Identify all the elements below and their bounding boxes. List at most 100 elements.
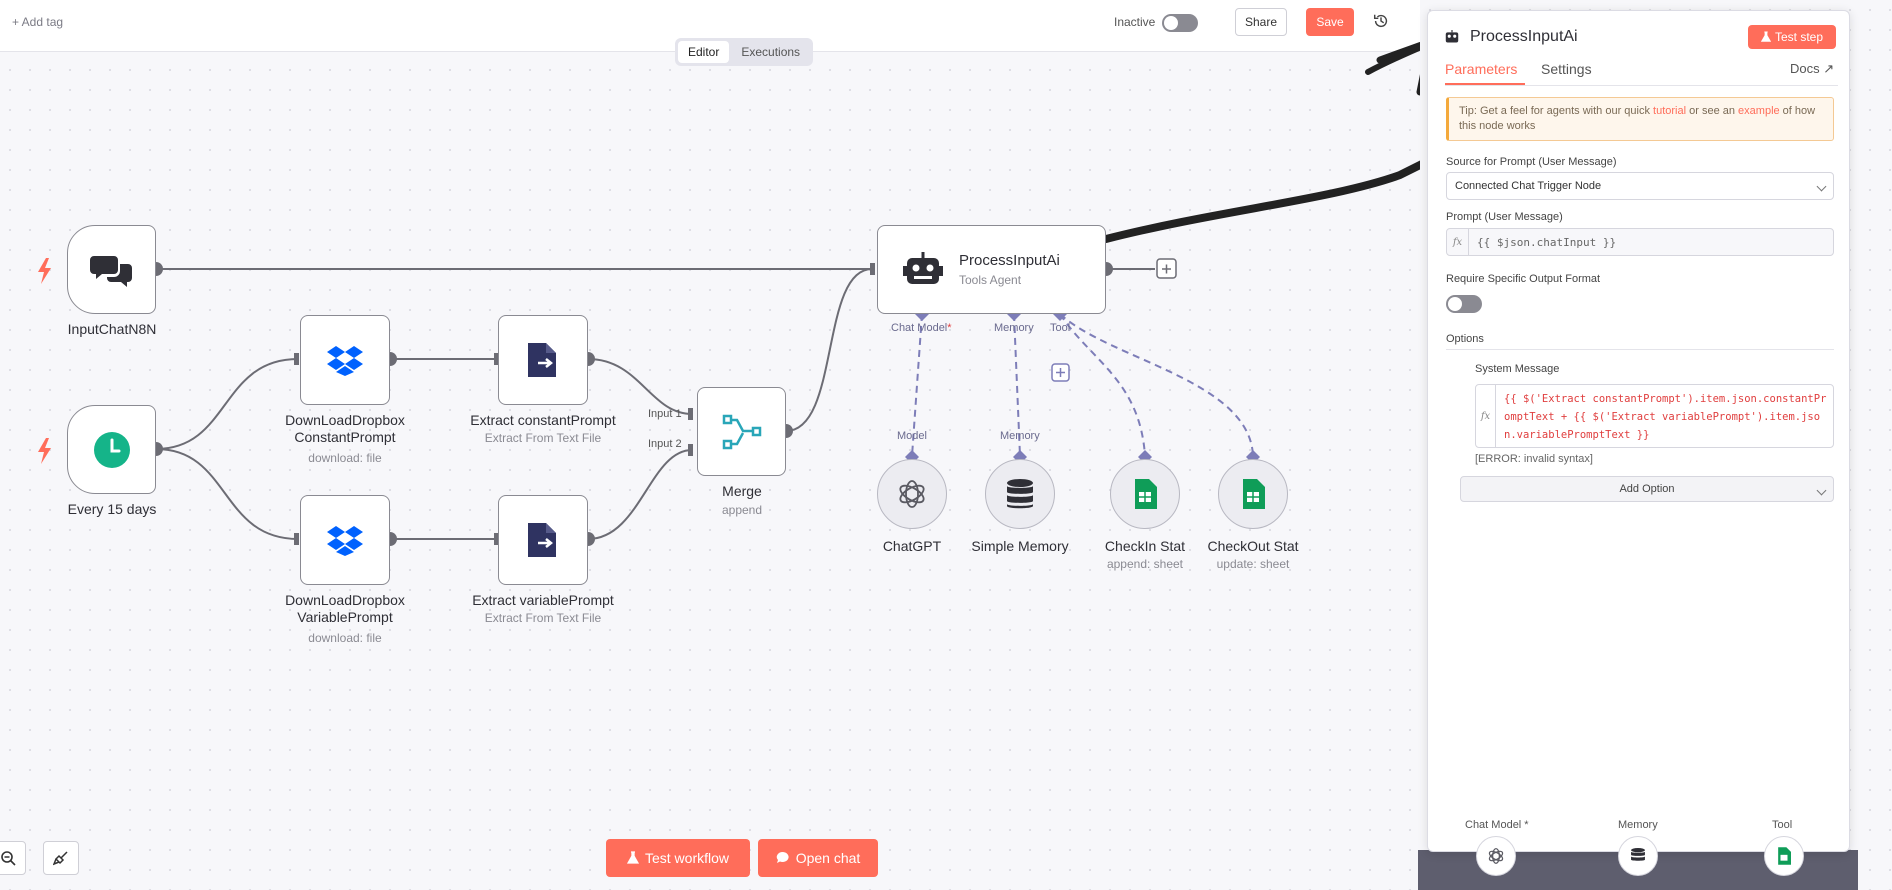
merge-node[interactable]	[697, 387, 786, 476]
test-step-label: Test step	[1774, 30, 1824, 44]
source-prompt-value: Connected Chat Trigger Node	[1455, 180, 1602, 192]
input-chat-label: InputChatN8N	[67, 321, 157, 337]
openai-icon	[899, 480, 925, 508]
tidy-up-button[interactable]	[43, 841, 79, 875]
active-toggle[interactable]	[1162, 14, 1198, 32]
download-dropbox-variable-node[interactable]	[300, 495, 390, 585]
options-divider	[1446, 349, 1834, 350]
download-dropbox-variable-label-line2: VariablePrompt	[297, 609, 393, 625]
bottom-tab-chat-model: Chat Model *	[1465, 819, 1529, 831]
tip-text-prefix: Tip: Get a feel for agents with our quic…	[1459, 105, 1654, 117]
google-sheets-icon	[1243, 479, 1265, 509]
chevron-down-icon	[1816, 485, 1827, 496]
download-dropbox-variable-sub: download: file	[308, 631, 382, 645]
robot-icon	[1445, 30, 1459, 43]
node-details-panel: ProcessInputAi Test step Parameters Sett…	[1427, 10, 1850, 876]
test-step-button[interactable]: Test step	[1748, 25, 1836, 49]
tutorial-link[interactable]: tutorial	[1653, 105, 1687, 117]
dropbox-icon	[327, 346, 363, 376]
download-dropbox-variable-label-line1: DownLoadDropbox	[285, 592, 405, 608]
download-dropbox-constant-node[interactable]	[300, 315, 390, 405]
merge-label: Merge	[722, 483, 762, 499]
bottom-tab-tool: Tool	[1772, 819, 1793, 831]
memory-port-label: Memory	[994, 322, 1034, 334]
chat-bubbles-icon	[89, 255, 132, 287]
prompt-expression-value: {{ $json.chatInput }}	[1477, 236, 1617, 249]
tool-connection[interactable]	[1764, 836, 1804, 876]
process-input-ai-title: ProcessInputAi	[959, 252, 1060, 269]
memory-connection[interactable]	[1618, 836, 1658, 876]
save-button[interactable]: Save	[1306, 8, 1354, 36]
extract-variable-sub: Extract From Text File	[484, 611, 602, 625]
tab-executions[interactable]: Executions	[741, 45, 801, 59]
openai-icon	[1488, 848, 1504, 864]
chatgpt-label: ChatGPT	[882, 538, 942, 554]
options-label: Options	[1446, 333, 1484, 345]
google-sheets-icon	[1778, 847, 1791, 865]
test-workflow-label: Test workflow	[644, 850, 730, 866]
open-chat-label: Open chat	[795, 850, 861, 866]
system-message-label: System Message	[1475, 363, 1560, 375]
example-link[interactable]: example	[1738, 105, 1780, 117]
active-status-label: Inactive	[1114, 15, 1156, 29]
process-input-ai-node[interactable]: ProcessInputAi Tools Agent	[877, 225, 1106, 314]
tab-editor[interactable]: Editor	[678, 41, 730, 63]
prompt-label: Prompt (User Message)	[1446, 211, 1563, 223]
editor-mode-switch: Editor Executions	[675, 38, 814, 66]
checkin-stat-sub: append: sheet	[1106, 557, 1184, 571]
merge-input2-label: Input 2	[648, 438, 682, 450]
download-dropbox-variable-label: DownLoadDropbox VariablePrompt	[265, 592, 425, 626]
panel-title[interactable]: ProcessInputAi	[1470, 28, 1578, 45]
dropbox-icon	[327, 526, 363, 556]
broom-icon	[53, 851, 68, 866]
simple-memory-label: Simple Memory	[971, 538, 1069, 554]
history-icon[interactable]	[1372, 12, 1390, 30]
add-tag-link[interactable]: + Add tag	[12, 15, 64, 29]
fx-icon: fx	[1447, 229, 1469, 255]
simple-memory-node[interactable]	[985, 459, 1055, 529]
prompt-expression-field[interactable]: fx {{ $json.chatInput }}	[1446, 228, 1834, 256]
tab-divider	[1445, 85, 1838, 86]
tool-port-label: Tool	[1050, 322, 1071, 334]
add-option-label: Add Option	[1619, 483, 1675, 495]
chat-model-port-label: Chat Model*	[891, 322, 952, 334]
external-link-icon: ↗	[1823, 61, 1835, 76]
database-icon	[1007, 479, 1033, 509]
extract-file-icon	[528, 523, 556, 557]
require-output-format-toggle[interactable]	[1446, 295, 1482, 313]
chat-model-connection[interactable]	[1476, 836, 1516, 876]
checkout-stat-sub: update: sheet	[1216, 557, 1290, 571]
docs-link[interactable]: Docs ↗	[1790, 61, 1834, 77]
download-dropbox-constant-sub: download: file	[308, 451, 382, 465]
syntax-error-text: [ERROR: invalid syntax]	[1475, 453, 1593, 465]
checkout-stat-node[interactable]	[1218, 459, 1288, 529]
chat-model-required-mark: *	[947, 322, 952, 334]
chatgpt-node[interactable]	[877, 459, 947, 529]
robot-icon	[903, 251, 943, 284]
add-option-button[interactable]: Add Option	[1460, 476, 1834, 502]
system-message-field[interactable]: fx {{ $('Extract constantPrompt').item.j…	[1475, 384, 1834, 448]
source-prompt-select[interactable]: Connected Chat Trigger Node	[1446, 172, 1834, 200]
zoom-out-button[interactable]	[0, 841, 26, 875]
test-workflow-button[interactable]: Test workflow	[606, 839, 750, 877]
chatgpt-model-port-label: Model	[897, 430, 927, 442]
zoom-out-icon	[1, 851, 16, 866]
clock-icon	[93, 431, 130, 468]
download-dropbox-constant-label-line1: DownLoadDropbox	[285, 412, 405, 428]
source-prompt-label: Source for Prompt (User Message)	[1446, 156, 1617, 168]
extract-variable-node[interactable]	[498, 495, 588, 585]
checkin-stat-node[interactable]	[1110, 459, 1180, 529]
tab-parameters[interactable]: Parameters	[1445, 61, 1518, 77]
checkout-stat-label: CheckOut Stat	[1207, 538, 1299, 554]
input-chat-node[interactable]	[67, 225, 156, 314]
tab-settings[interactable]: Settings	[1541, 61, 1592, 77]
every-15-days-label: Every 15 days	[67, 501, 157, 517]
checkin-stat-label: CheckIn Stat	[1104, 538, 1186, 554]
extract-constant-sub: Extract From Text File	[484, 431, 602, 445]
fx-icon: fx	[1476, 385, 1496, 447]
flask-icon	[626, 851, 639, 864]
every-15-days-node[interactable]	[67, 405, 156, 494]
extract-constant-node[interactable]	[498, 315, 588, 405]
open-chat-button[interactable]: Open chat	[758, 839, 878, 877]
share-button[interactable]: Share	[1235, 8, 1287, 36]
